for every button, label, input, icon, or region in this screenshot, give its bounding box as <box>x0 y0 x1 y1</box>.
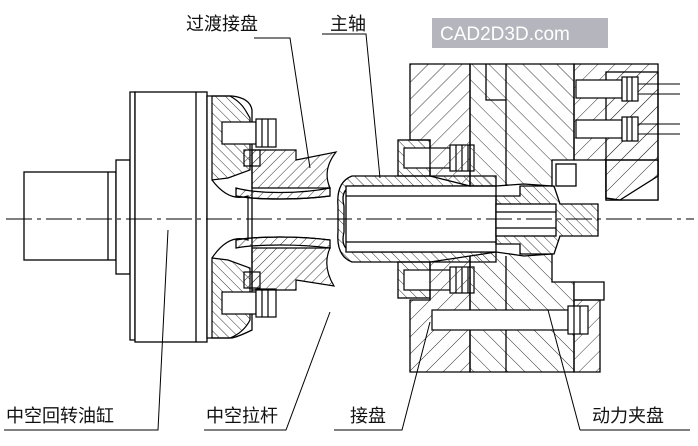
label-spindle: 主轴 <box>330 14 366 35</box>
watermark: CAD2D3D.com <box>432 18 608 48</box>
label-transition-plate: 过渡接盘 <box>186 14 258 35</box>
label-hollow-rotary-cylinder: 中空回转油缸 <box>6 405 114 427</box>
bolt-leader-lines <box>638 83 680 135</box>
chuck-bolts <box>431 76 639 335</box>
watermark-text: CAD2D3D.com <box>440 24 570 45</box>
label-power-chuck: 动力夹盘 <box>592 406 664 427</box>
transition-plate <box>251 149 338 291</box>
label-hollow-draw-bar: 中空拉杆 <box>206 406 278 427</box>
label-adapter-plate: 接盘 <box>350 406 386 427</box>
draw-tube-left <box>235 187 331 249</box>
leader-lines <box>4 33 690 431</box>
